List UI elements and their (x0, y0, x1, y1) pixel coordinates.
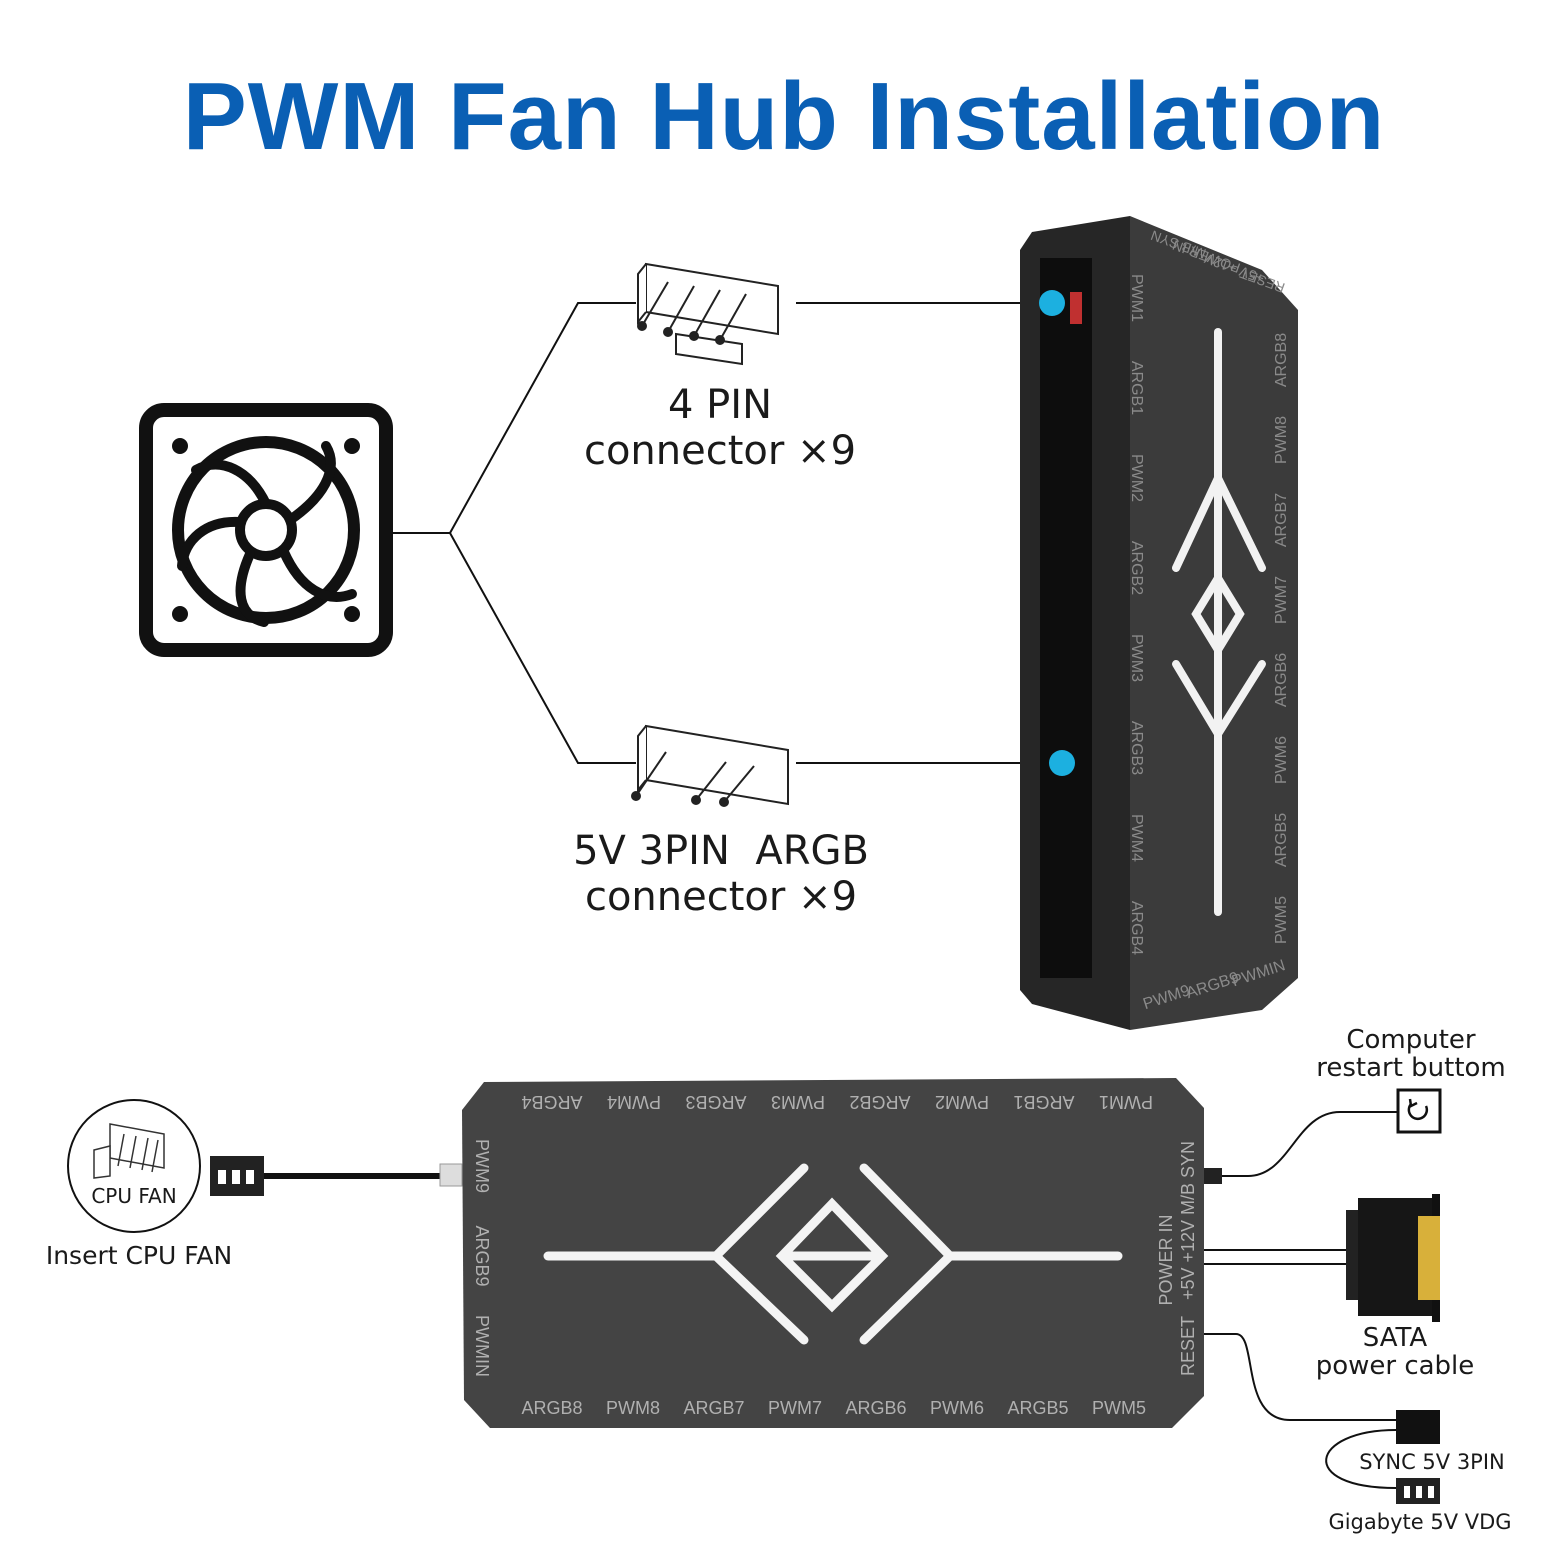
hhub-port-argb8: ARGB8 (521, 1398, 582, 1418)
vhub-port-argb5: ARGB5 (1273, 813, 1290, 867)
sync-label: SYNC 5V 3PIN (1359, 1450, 1505, 1474)
connection-dot-argb (1049, 750, 1075, 776)
right-wiring (1204, 1111, 1398, 1489)
hhub-port-argb7: ARGB7 (683, 1398, 744, 1418)
vhub-port-pwm3: PWM3 (1128, 634, 1145, 682)
hhub-label-5v-12v: +5V +12V (1178, 1220, 1198, 1300)
vhub-port-argb8: ARGB8 (1273, 333, 1290, 387)
four-pin-line1: 4 PIN (667, 382, 772, 428)
four-pin-line2: connector ×9 (583, 428, 857, 474)
insert-cpu-fan-label: Insert CPU FAN (45, 1241, 233, 1270)
restart-line2: restart buttom (1316, 1053, 1506, 1083)
restart-button-icon (1396, 1088, 1442, 1134)
page-title: PWM Fan Hub Installation (182, 63, 1386, 170)
fan-icon (139, 403, 393, 657)
four-pin-label: 4 PIN connector ×9 (560, 382, 880, 474)
hhub-label-power-in: POWER IN (1156, 1214, 1176, 1305)
hhub-port-pwm5: PWM5 (1092, 1398, 1146, 1418)
vhub-port-argb7: ARGB7 (1273, 493, 1290, 547)
fan-wiring (386, 302, 1060, 764)
three-pin-connector-icon (631, 724, 789, 807)
vhub-port-argb3: ARGB3 (1128, 721, 1145, 775)
hhub-label-pwmin: PWMIN (472, 1315, 492, 1377)
vhub-port-pwm6: PWM6 (1273, 736, 1290, 784)
hhub-port-pwm6: PWM6 (930, 1398, 984, 1418)
cpu-fan-badge-label: CPU FAN (91, 1184, 177, 1208)
three-pin-label: 5V 3PIN ARGB connector ×9 (556, 828, 886, 920)
hhub-label-reset: RESET (1178, 1316, 1198, 1376)
hhub-port-argb3: ARGB3 (685, 1092, 746, 1112)
three-pin-line1: 5V 3PIN ARGB (573, 828, 869, 874)
hhub-port-pwm3: PWM3 (771, 1092, 825, 1112)
hhub-port-pwm1: PWM1 (1099, 1092, 1153, 1112)
sata-line2: power cable (1315, 1351, 1475, 1381)
hhub-port-argb1: ARGB1 (1013, 1092, 1074, 1112)
three-pin-line2: connector ×9 (584, 874, 858, 920)
vhub-port-pwm5: PWM5 (1273, 896, 1290, 944)
hhub-label-argb9: ARGB9 (472, 1225, 492, 1286)
vhub-port-argb1: ARGB1 (1128, 361, 1145, 415)
hhub-port-argb2: ARGB2 (849, 1092, 910, 1112)
vhub-port-pwm2: PWM2 (1128, 454, 1145, 502)
sata-label: SATA power cable (1300, 1324, 1490, 1380)
gigabyte-connector-icon (1396, 1478, 1440, 1504)
four-pin-connector-icon (637, 262, 779, 366)
hhub-label-m-b-syn: M/B SYN (1178, 1141, 1198, 1215)
hhub-port-argb6: ARGB6 (845, 1398, 906, 1418)
hhub-port-pwm7: PWM7 (768, 1398, 822, 1418)
hub-horizontal: PWM1 ARGB1 PWM2 ARGB2 PWM3 ARGB3 PWM4 ARGB4 ARG… (462, 1078, 1204, 1428)
hhub-port-argb5: ARGB5 (1007, 1398, 1068, 1418)
restart-label: Computer restart buttom (1306, 1026, 1516, 1082)
cpu-fan-header-icon (93, 1123, 165, 1179)
hhub-port-argb4: ARGB4 (521, 1092, 582, 1112)
hhub-port-pwm4: PWM4 (607, 1092, 661, 1112)
hhub-port-pwm8: PWM8 (606, 1398, 660, 1418)
hhub-port-pwm2: PWM2 (935, 1092, 989, 1112)
sata-connector-icon (1346, 1194, 1440, 1322)
vhub-port-argb2: ARGB2 (1128, 541, 1145, 595)
vhub-port-pwm8: PWM8 (1273, 416, 1290, 464)
sata-line1: SATA (1362, 1323, 1428, 1353)
hhub-label-pwm9: PWM9 (472, 1139, 492, 1193)
gigabyte-label: Gigabyte 5V VDG (1328, 1510, 1512, 1534)
vhub-port-argb4: ARGB4 (1128, 901, 1145, 955)
vhub-port-pwm4: PWM4 (1128, 814, 1145, 862)
vhub-port-argb6: ARGB6 (1273, 653, 1290, 707)
restart-line1: Computer (1346, 1025, 1476, 1055)
cpu-fan-wiring (67, 1099, 463, 1233)
sync-connector-icon (1396, 1410, 1440, 1444)
vhub-port-pwm1: PWM1 (1128, 274, 1145, 322)
vhub-port-pwm7: PWM7 (1273, 576, 1290, 624)
connection-dot-pwm (1039, 290, 1065, 316)
